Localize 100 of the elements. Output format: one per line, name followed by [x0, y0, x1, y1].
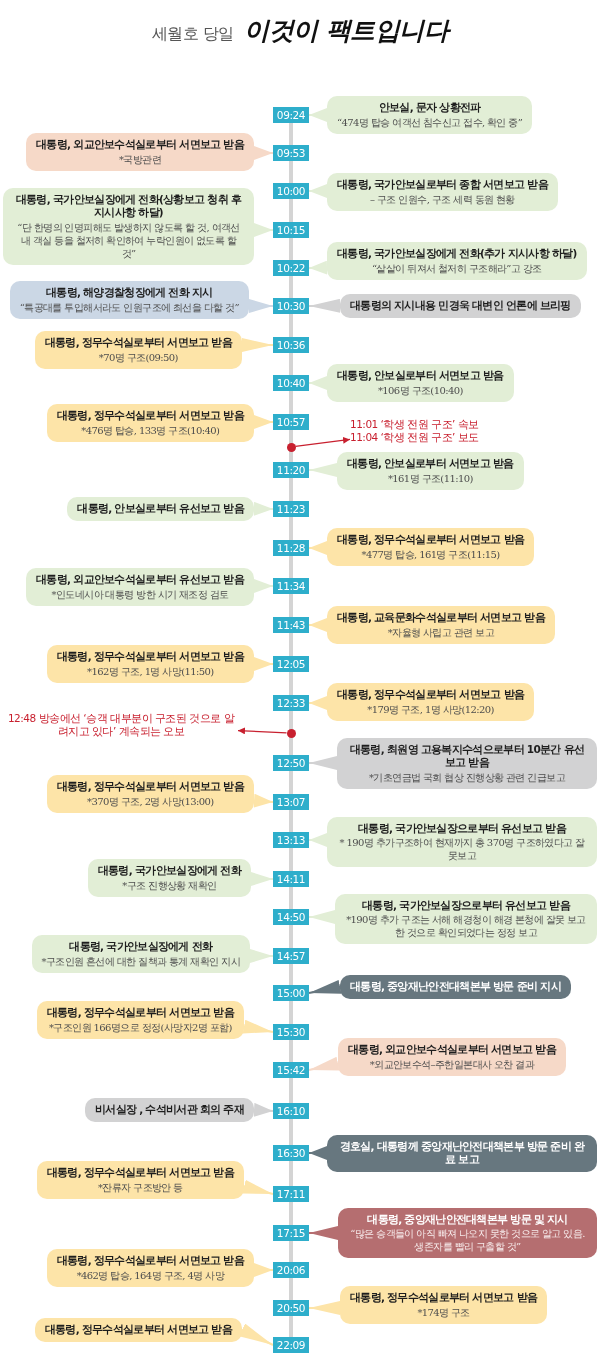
- speech-bubble: [327, 606, 555, 644]
- speech-bubble: [9, 281, 249, 319]
- event-title: 대통령, 국가안보실장에게 전화(추가 지시사항 하달): [337, 247, 577, 261]
- event-note: “단 한명의 인명피해도 발생하지 않도록 할 것, 여객선내 객실 등을 철저히 확인하여 누락인원이 없도록 할 것”: [16, 220, 241, 260]
- event-note: *174명 구조: [416, 1305, 471, 1319]
- time-badge: 11:23: [273, 501, 309, 517]
- event-note: *구조 진행상황 재확인: [121, 878, 218, 892]
- speech-bubble: [327, 528, 535, 566]
- event-note: *구조인원 166명으로 정정(사망자2명 포함): [47, 1020, 233, 1034]
- time-badge: 10:57: [273, 414, 309, 430]
- time-badge: 10:36: [273, 337, 309, 353]
- callout-pointer: [308, 1060, 339, 1074]
- event-title: 대통령, 국가안보실장으로부터 유선보고 받음: [361, 898, 572, 913]
- event-note: *370명 구조, 2명 사망(13:00): [86, 794, 215, 808]
- speech-bubble: [36, 1001, 244, 1039]
- callout-pointer: [308, 1146, 328, 1160]
- event-title: 대통령, 정무수석실로부터 서면보고 받음: [337, 533, 525, 547]
- speech-bubble: [3, 187, 254, 265]
- callout-pointer: [253, 415, 274, 429]
- time-badge: 15:42: [273, 1062, 309, 1078]
- callout-pointer: [308, 696, 328, 710]
- time-badge: 10:22: [273, 260, 309, 276]
- time-badge: 12:33: [273, 695, 309, 711]
- event-title: 대통령, 안보실로부터 서면보고 받음: [337, 369, 504, 383]
- callout-pointer: [248, 299, 274, 313]
- event-title: 대통령, 정무수석실로부터 서면보고 받음: [337, 688, 525, 702]
- event-title: 대통령, 정무수석실로부터 서면보고 받음: [46, 1006, 234, 1020]
- event-note: *161명 구조(11:10): [386, 471, 474, 485]
- event-title: 대통령, 정무수석실로부터 서면보고 받음: [44, 336, 232, 350]
- event-title: 대통령, 정무수석실로부터 서면보고 받음: [56, 409, 244, 423]
- callout-pointer: [253, 794, 274, 808]
- callout-pointer: [308, 108, 328, 122]
- time-badge: 09:53: [273, 145, 309, 161]
- time-badge: 10:00: [273, 183, 309, 199]
- speech-bubble: [327, 683, 535, 721]
- time-badge: 20:50: [273, 1300, 309, 1316]
- event-note: *476명 탑승, 133명 구조(10:40): [80, 423, 221, 437]
- time-badge: 10:40: [273, 375, 309, 391]
- time-badge: 11:34: [273, 578, 309, 594]
- arrow: [294, 436, 351, 448]
- event-note: *인도네시아 대통령 방한 시기 재조정 검토: [50, 587, 230, 601]
- speech-bubble: [46, 404, 254, 442]
- callout-pointer: [253, 1103, 274, 1118]
- event-title: 대통령, 정무수석실로부터 서면보고 받음: [44, 1323, 232, 1337]
- callout-pointer: [253, 579, 274, 593]
- speech-bubble: [338, 1207, 597, 1259]
- speech-bubble: [34, 331, 242, 369]
- speech-bubble: [36, 1161, 244, 1199]
- speech-bubble: [337, 452, 524, 490]
- event-note: *190명 추가 구조는 서해 해경청이 해경 본청에 잘못 보고한 것으로 확인되었다는 정정 보고: [345, 913, 587, 940]
- callout-pointer: [308, 260, 328, 275]
- time-badge: 09:24: [273, 107, 309, 123]
- time-badge: 16:10: [273, 1103, 309, 1119]
- event-title: 대통령, 국가안보실로부터 종합 서면보고 받음: [337, 178, 548, 192]
- event-note: “많은 승객들이 아직 빠져 나오지 못한 것으로 알고 있음. 생존자를 빨리 구출할 것”: [349, 1227, 586, 1254]
- speech-bubble: [340, 1286, 548, 1324]
- callout-pointer: [308, 833, 328, 847]
- event-title: 대통령, 최원영 고용복지수석으로부터 10분간 유선보고 받음: [348, 742, 586, 770]
- speech-bubble: [85, 1098, 254, 1122]
- event-note: “샅샅이 뒤져서 철저히 구조해라”고 강조: [370, 261, 543, 275]
- speech-bubble: [335, 893, 597, 945]
- event-title: 경호실, 대통령께 중앙재난안전대책본부 방문 준비 완료 보고: [338, 1139, 586, 1167]
- callout-pointer: [308, 910, 336, 924]
- event-note: *외교안보수석–주한일본대사 오찬 결과: [368, 1057, 536, 1071]
- event-note: *국방관련: [118, 152, 163, 166]
- speech-bubble: [46, 645, 254, 683]
- callout-pointer: [250, 872, 274, 886]
- event-title: 대통령, 안보실로부터 유선보고 받음: [77, 502, 244, 516]
- event-title: 대통령, 중앙재난안전대책본부 방문 및 지시: [366, 1212, 569, 1227]
- event-note: *106명 구조(10:40): [376, 383, 464, 397]
- callout-pointer: [308, 298, 341, 313]
- timeline-dot-icon: [286, 442, 296, 452]
- time-badge: 17:15: [273, 1225, 309, 1241]
- callout-pointer: [253, 657, 274, 671]
- event-title: 대통령, 중앙재난안전대책본부 방문 준비 지시: [350, 980, 561, 994]
- time-badge: 11:28: [273, 540, 309, 556]
- event-note: *구조인원 혼선에 대한 질책과 통계 재확인 지시: [41, 954, 240, 968]
- event-title: 대통령, 정무수석실로부터 서면보고 받음: [46, 1166, 234, 1180]
- event-title: 대통령, 국가안보실장에게 전화(상황보고 청취 후 지시사항 하달): [14, 192, 243, 220]
- event-title: 대통령, 정무수석실로부터 서면보고 받음: [56, 1254, 244, 1268]
- speech-bubble: [67, 497, 254, 521]
- event-title: 대통령, 정무수석실로부터 서면보고 받음: [350, 1291, 538, 1305]
- event-note: *자율형 사립고 관련 보고: [386, 625, 495, 639]
- callout-pointer: [308, 1226, 339, 1240]
- callout-pointer: [253, 223, 274, 237]
- callout-pointer: [243, 1183, 274, 1198]
- speech-bubble: [34, 1318, 242, 1342]
- time-badge: 14:11: [273, 871, 309, 887]
- time-badge: 17:11: [273, 1186, 309, 1202]
- event-title: 대통령, 안보실로부터 서면보고 받음: [347, 457, 514, 471]
- speech-bubble: [46, 1249, 254, 1287]
- callout-pointer: [253, 1263, 274, 1277]
- event-note: “특공대를 투입해서라도 인원구조에 최선을 다할 것”: [19, 300, 239, 314]
- event-note: *162명 구조, 1명 사망(11:50): [86, 664, 215, 678]
- event-title: 대통령, 국가안보실장에게 전화: [97, 864, 241, 878]
- speech-bubble: [327, 173, 558, 211]
- event-title: 대통령, 외교안보수석실로부터 유선보고 받음: [36, 573, 244, 587]
- time-badge: 12:50: [273, 755, 309, 771]
- callout-pointer: [241, 338, 274, 352]
- time-badge: 11:43: [273, 617, 309, 633]
